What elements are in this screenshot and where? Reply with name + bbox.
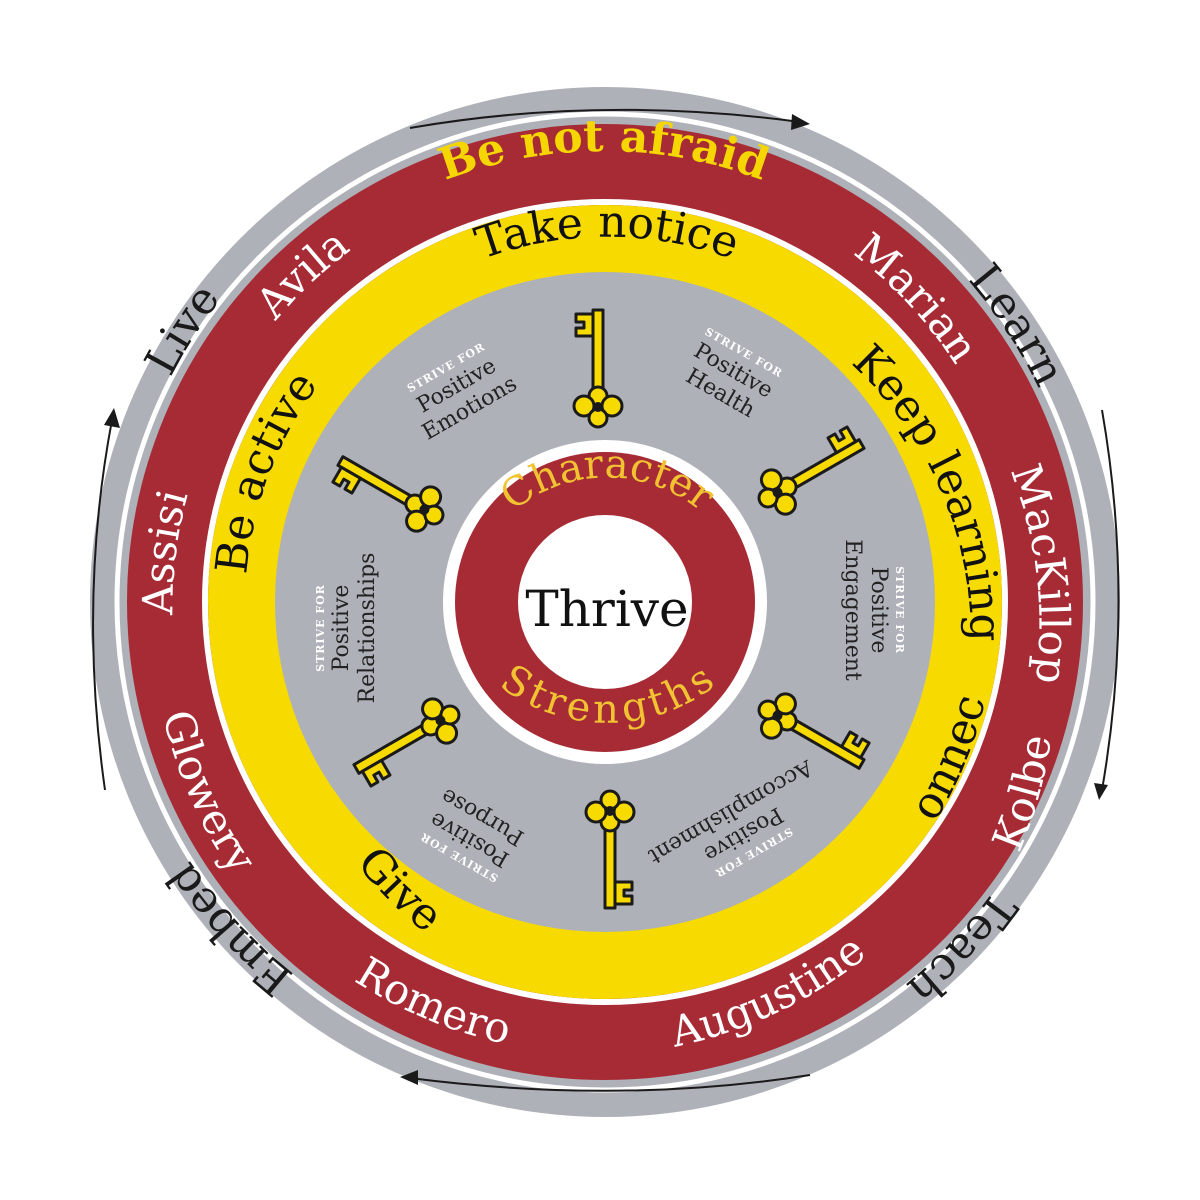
arrow-left: [92, 419, 113, 791]
pillar-engagement: STRIVE FOR Positive Engagement: [840, 539, 906, 681]
arrow-top: [409, 108, 801, 129]
strive-label: STRIVE FOR: [314, 584, 327, 672]
arrow-right-head: [1094, 783, 1108, 800]
arrow-bottom: [409, 1074, 811, 1092]
arrow-left-head: [104, 408, 120, 428]
pillar-line1: Positive: [866, 567, 891, 654]
pillar-line1: Positive: [329, 585, 354, 672]
red-ring-border: [202, 199, 1008, 1005]
arrow-top-head: [791, 114, 810, 130]
arrow-right: [1101, 409, 1120, 791]
pillar-line2: Engagement: [840, 539, 865, 681]
thrive-core: [518, 515, 692, 689]
center-thrive: Thrive: [525, 580, 688, 638]
cycle-arrows: [92, 108, 1120, 1092]
arrow-bottom-head: [400, 1070, 418, 1085]
pillar-line2: Relationships: [355, 553, 380, 704]
pillar-relationships: STRIVE FOR Positive Relationships: [314, 553, 380, 704]
strive-label: STRIVE FOR: [893, 566, 906, 654]
